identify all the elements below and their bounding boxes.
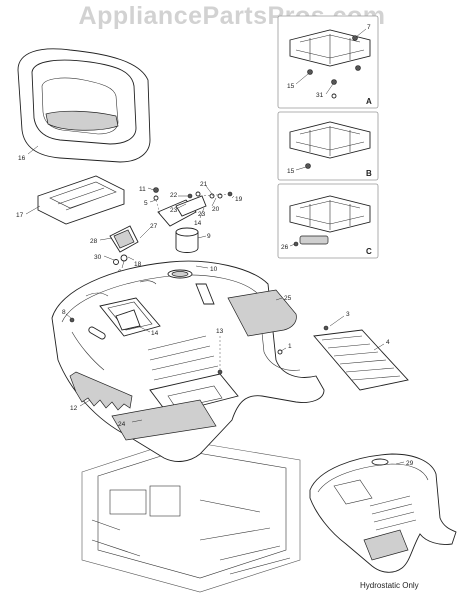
callout-23-b: 23 [198,211,206,218]
callout-23-a: 23 [170,207,178,214]
callout-10: 10 [210,266,218,273]
inset-c: 26 C [277,183,379,259]
callout-22: 22 [170,192,178,199]
callout-17: 17 [16,212,24,219]
callout-4: 4 [386,339,390,346]
callout-19: 19 [235,196,243,203]
tractor-frame [81,439,301,593]
callout-26: 26 [281,244,289,251]
hydrostatic-fender: 29 Hydrostatic Only [309,453,457,590]
callout-15-b: 15 [287,168,295,175]
seat: 16 [17,48,151,163]
fuel-cap: 9 [175,227,211,253]
callout-14-b: 14 [151,330,159,337]
side-trim: 12 [69,371,133,412]
callout-13: 13 [216,328,224,335]
callout-27: 27 [150,223,158,230]
callout-11: 11 [139,186,146,193]
callout-21: 21 [200,181,208,188]
inset-label-a: A [366,97,372,106]
callout-1: 1 [288,343,292,350]
fender: 10 [51,260,325,462]
callout-28: 28 [90,238,98,245]
callout-25: 25 [284,295,292,302]
callout-9: 9 [207,233,211,240]
callout-29: 29 [406,460,414,467]
callout-7: 7 [367,24,371,31]
pivot-bracket: 28 30 6 18 27 [90,223,158,276]
callout-5: 5 [144,200,148,207]
hydrostatic-caption: Hydrostatic Only [360,581,419,590]
callout-20: 20 [212,206,220,213]
inset-b: 15 B [277,111,379,181]
inset-label-b: B [366,169,372,178]
fasteners: 13 1 [216,328,292,375]
callout-12: 12 [70,405,78,412]
callout-18: 18 [134,261,142,268]
fender-pad: 25 [227,289,297,337]
callout-30: 30 [94,254,102,261]
step-plate: 3 4 [313,311,409,391]
seat-hardware: 11 5 22 23 21 20 14 23 19 [139,181,243,227]
latch: 8 14 [62,309,159,337]
inset-label-c: C [366,247,372,256]
footwell-mat: 24 [111,399,217,441]
callout-3: 3 [346,311,350,318]
callout-16: 16 [18,155,26,162]
callout-31: 31 [316,92,324,99]
callout-15-a: 15 [287,83,295,90]
callout-14-a: 14 [194,220,202,227]
seat-slide: 17 [16,175,125,225]
inset-a: 7 15 31 A [277,15,379,109]
callout-24: 24 [118,421,126,428]
callout-8: 8 [62,309,66,316]
